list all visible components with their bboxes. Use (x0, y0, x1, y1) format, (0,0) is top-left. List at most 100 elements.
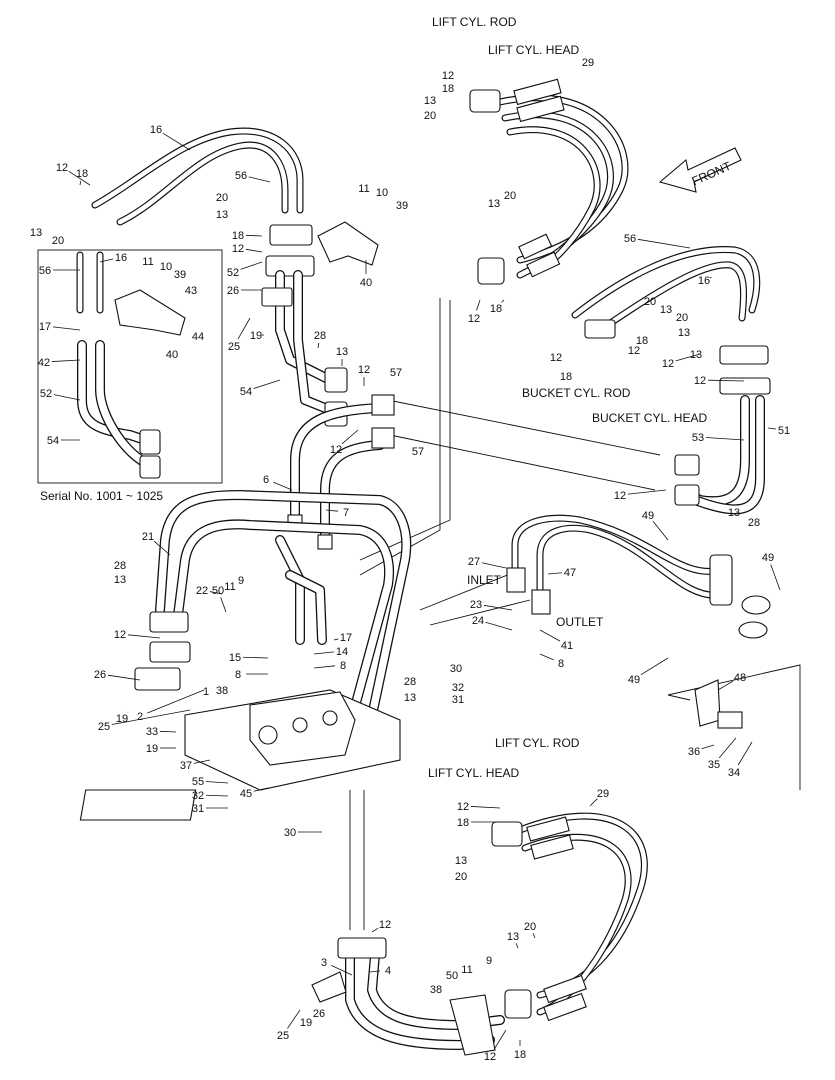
caption-lift-cyl-rod-top: LIFT CYL. ROD (432, 15, 517, 29)
callout-leader (242, 656, 269, 659)
callout-label: 20 (676, 312, 688, 324)
callout-leader (68, 170, 91, 186)
callout-leader (317, 342, 320, 349)
callout-label: 49 (762, 552, 774, 564)
callout-leader (717, 680, 734, 691)
callout-label: 16 (115, 252, 127, 264)
hose-29-bottom (491, 812, 648, 1022)
callout-label: 12 (468, 313, 480, 325)
callout-leader (627, 489, 667, 495)
serial-inset-frame (37, 249, 223, 484)
callout-leader (701, 744, 715, 750)
callout-label: 18 (514, 1049, 526, 1061)
callout-label: 10 (160, 261, 172, 273)
callout-label: 13 (30, 227, 42, 239)
callout-leader (476, 299, 481, 311)
callout-label: 18 (442, 83, 454, 95)
callout-label: 45 (240, 788, 252, 800)
callout-label: 49 (642, 510, 654, 522)
caption-bucket-cyl-head: BUCKET CYL. HEAD (592, 411, 707, 425)
callout-label: 31 (452, 694, 464, 706)
callout-label: 21 (142, 531, 154, 543)
callout-label: 12 (379, 919, 391, 931)
callout-label: 16 (150, 124, 162, 136)
callout-label: 19 (250, 330, 262, 342)
callout-label: 54 (47, 435, 59, 447)
callout-label: 52 (227, 267, 239, 279)
tubes-51-53 (674, 395, 765, 515)
callout-label: 12 (694, 375, 706, 387)
callout-leader (245, 234, 263, 237)
callout-leader (127, 634, 161, 639)
callout-label: 3 (321, 957, 327, 969)
caption-lift-cyl-head-bottom: LIFT CYL. HEAD (428, 766, 519, 780)
callout-label: 22 (196, 585, 208, 597)
callout-label: 20 (524, 921, 536, 933)
callout-label: 40 (166, 349, 178, 361)
callout-label: 12 (330, 444, 342, 456)
callout-label: 13 (728, 507, 740, 519)
callout-label: 13 (507, 931, 519, 943)
callout-leader (159, 730, 177, 733)
callout-label: 12 (56, 162, 68, 174)
callout-label: 26 (227, 285, 239, 297)
callout-label: 12 (358, 364, 370, 376)
callout-label: 4 (385, 965, 391, 977)
callout-label: 47 (564, 567, 576, 579)
callout-label: 38 (430, 984, 442, 996)
callout-label: 8 (558, 658, 564, 670)
callout-leader (99, 258, 114, 263)
callout-label: 29 (597, 788, 609, 800)
callout-leader (248, 176, 271, 183)
callout-leader (220, 597, 227, 613)
callout-label: 32 (192, 790, 204, 802)
callout-label: 12 (232, 243, 244, 255)
callout-leader (205, 781, 229, 784)
callout-label: 41 (561, 640, 573, 652)
callout-label: 30 (450, 663, 462, 675)
bracket-40-top (317, 221, 379, 266)
callout-label: 30 (284, 827, 296, 839)
callout-leader (718, 737, 737, 759)
callout-label: 26 (94, 669, 106, 681)
callout-leader (111, 709, 191, 725)
callout-label: 13 (488, 198, 500, 210)
callout-label: 13 (690, 349, 702, 361)
callout-leader (325, 509, 339, 512)
callout-leader (767, 427, 777, 430)
callout-label: 23 (470, 599, 482, 611)
callout-label: 28 (404, 676, 416, 688)
callout-label: 33 (146, 726, 158, 738)
callout-label: 50 (446, 970, 458, 982)
callout-label: 12 (614, 490, 626, 502)
callout-leader (675, 353, 701, 362)
callout-leader (79, 180, 82, 186)
callout-label: 25 (277, 1030, 289, 1042)
callout-label: 50 (212, 585, 224, 597)
callout-label: 13 (114, 574, 126, 586)
callout-label: 13 (660, 304, 672, 316)
callout-label: 13 (455, 855, 467, 867)
callout-label: 12 (550, 352, 562, 364)
callout-label: 18 (636, 335, 648, 347)
callout-label: 11 (358, 183, 369, 195)
caption-lift-cyl-rod-bottom: LIFT CYL. ROD (495, 736, 580, 750)
callout-label: 20 (424, 110, 436, 122)
inset-hoses (76, 251, 186, 479)
callout-leader (539, 653, 554, 661)
callout-leader (640, 657, 669, 676)
callout-leader (245, 248, 263, 253)
callout-label: 9 (238, 575, 244, 587)
callout-leader (652, 520, 669, 541)
callout-leader (470, 806, 501, 809)
callout-label: 11 (461, 964, 472, 976)
callout-leader (532, 933, 536, 939)
caption-serial-note: Serial No. 1001 ~ 1025 (40, 489, 163, 503)
callout-label: 38 (216, 685, 228, 697)
callout-label: 20 (644, 296, 656, 308)
callout-leader (707, 379, 745, 382)
callout-leader (709, 277, 712, 279)
callout-label: 56 (624, 233, 636, 245)
callout-label: 18 (490, 303, 502, 315)
